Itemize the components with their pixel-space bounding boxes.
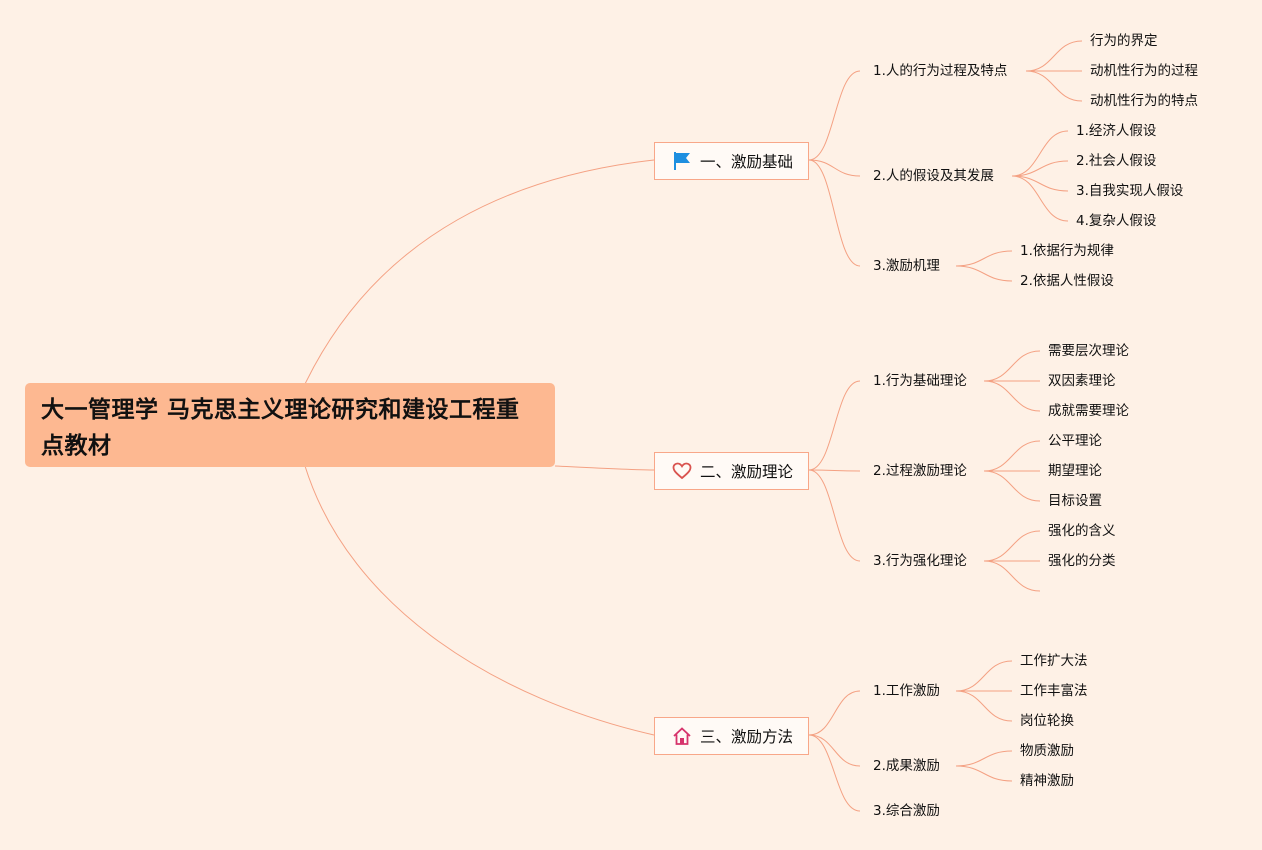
leaf-2-2-3[interactable]: 目标设置 (1048, 493, 1102, 509)
home-icon (671, 725, 693, 747)
branch-connector-2-1 (808, 380, 861, 471)
leaf-1-2-1[interactable]: 1.经济人假设 (1076, 123, 1157, 139)
leaf-3-2-2[interactable]: 精神激励 (1020, 773, 1074, 789)
branch-connector-2-3 (808, 469, 861, 562)
topic-2-1[interactable]: 1.行为基础理论 (873, 373, 967, 389)
branch-connector-3-1 (808, 690, 861, 736)
branch-connector-1-3 (808, 159, 861, 267)
leaf-connector-4-3 (983, 380, 1041, 412)
leaf-connector-2-4 (1011, 175, 1069, 222)
leaf-connector-2-2 (1011, 160, 1069, 177)
topic-2-3[interactable]: 3.行为强化理论 (873, 553, 967, 569)
leaf-connector-1-3 (1025, 70, 1083, 102)
branch-connector-3-2 (808, 734, 861, 767)
leaf-1-2-3[interactable]: 3.自我实现人假设 (1076, 183, 1184, 199)
leaf-connector-3-1 (955, 250, 1013, 267)
topic-2-2[interactable]: 2.过程激励理论 (873, 463, 967, 479)
leaf-connector-8-2 (955, 765, 1013, 782)
leaf-2-3-1[interactable]: 强化的含义 (1048, 523, 1116, 539)
branch-connector-3-3 (808, 734, 861, 812)
topic-3-2[interactable]: 2.成果激励 (873, 758, 940, 774)
branch-label: 二、激励理论 (700, 463, 794, 481)
root-connector-3 (304, 465, 655, 736)
leaf-3-1-3[interactable]: 岗位轮换 (1020, 713, 1074, 729)
branch-node-2[interactable]: 二、激励理论 (654, 452, 809, 490)
leaf-1-2-4[interactable]: 4.复杂人假设 (1076, 213, 1157, 229)
leaf-1-3-1[interactable]: 1.依据行为规律 (1020, 243, 1114, 259)
root-connector-2 (554, 465, 655, 471)
leaf-1-1-3[interactable]: 动机性行为的特点 (1090, 93, 1198, 109)
leaf-connector-6-1 (983, 530, 1041, 562)
branch-node-1[interactable]: 一、激励基础 (654, 142, 809, 180)
leaf-2-1-1[interactable]: 需要层次理论 (1048, 343, 1129, 359)
topic-3-3[interactable]: 3.综合激励 (873, 803, 940, 819)
leaf-connector-2-3 (1011, 175, 1069, 192)
root-connector-1 (304, 159, 655, 385)
leaf-1-3-2[interactable]: 2.依据人性假设 (1020, 273, 1114, 289)
leaf-2-1-2[interactable]: 双因素理论 (1048, 373, 1116, 389)
flag-icon (671, 150, 693, 172)
leaf-connector-6-3 (983, 560, 1041, 592)
leaf-connector-8-1 (955, 750, 1013, 767)
leaf-connector-3-2 (955, 265, 1013, 282)
leaf-connector-5-3 (983, 470, 1041, 502)
topic-1-3[interactable]: 3.激励机理 (873, 258, 940, 274)
topic-3-1[interactable]: 1.工作激励 (873, 683, 940, 699)
root-node[interactable]: 大一管理学 马克思主义理论研究和建设工程重点教材 (25, 383, 555, 467)
leaf-connector-1-1 (1025, 40, 1083, 72)
leaf-3-2-1[interactable]: 物质激励 (1020, 743, 1074, 759)
topic-1-1[interactable]: 1.人的行为过程及特点 (873, 63, 1008, 79)
leaf-1-2-2[interactable]: 2.社会人假设 (1076, 153, 1157, 169)
leaf-3-1-1[interactable]: 工作扩大法 (1020, 653, 1088, 669)
leaf-2-1-3[interactable]: 成就需要理论 (1048, 403, 1129, 419)
branch-label: 一、激励基础 (700, 153, 794, 171)
branch-label: 三、激励方法 (700, 728, 794, 746)
leaf-connector-7-3 (955, 690, 1013, 722)
leaf-2-2-1[interactable]: 公平理论 (1048, 433, 1102, 449)
leaf-2-2-2[interactable]: 期望理论 (1048, 463, 1102, 479)
leaf-connector-5-1 (983, 440, 1041, 472)
leaf-connector-2-1 (1011, 130, 1069, 177)
root-title: 大一管理学 马克思主义理论研究和建设工程重点教材 (41, 397, 520, 459)
topic-1-2[interactable]: 2.人的假设及其发展 (873, 168, 994, 184)
leaf-connector-4-1 (983, 350, 1041, 382)
leaf-3-1-2[interactable]: 工作丰富法 (1020, 683, 1088, 699)
heart-icon (671, 460, 693, 482)
branch-connector-1-2 (808, 159, 861, 177)
branch-connector-1-1 (808, 70, 861, 161)
branch-connector-2-2 (808, 469, 861, 472)
leaf-connector-7-1 (955, 660, 1013, 692)
leaf-1-1-1[interactable]: 行为的界定 (1090, 33, 1158, 49)
leaf-1-1-2[interactable]: 动机性行为的过程 (1090, 63, 1198, 79)
branch-node-3[interactable]: 三、激励方法 (654, 717, 809, 755)
leaf-2-3-2[interactable]: 强化的分类 (1048, 553, 1116, 569)
